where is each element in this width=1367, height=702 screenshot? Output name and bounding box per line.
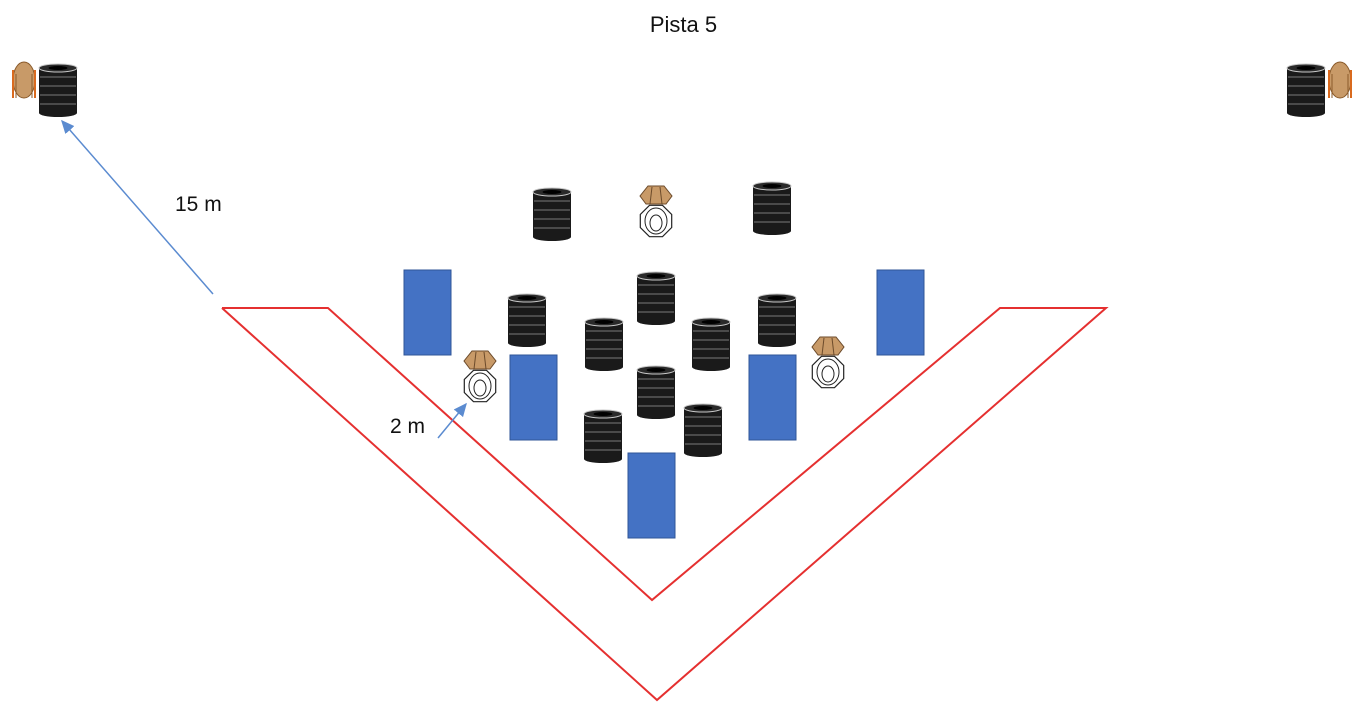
paper-target-icon (463, 350, 497, 403)
shooting-box-boundary (221, 307, 1109, 702)
tire-stack-icon (691, 317, 731, 371)
tire-stack-icon (683, 403, 723, 457)
tire-stack-icon (757, 293, 797, 347)
distance-label-2m: 2 m (390, 415, 426, 438)
distance-arrow-2m (437, 402, 467, 439)
tire-stack-icon (532, 187, 572, 241)
paper-target-icon (811, 336, 845, 389)
distance-arrow-15m (61, 119, 214, 295)
barrier (876, 269, 925, 356)
steel-target-icon (1328, 61, 1352, 99)
steel-target-icon (12, 61, 36, 99)
tire-stack-icon (38, 63, 78, 117)
distance-label-15m: 15 m (175, 193, 222, 216)
tire-stack-icon (752, 181, 792, 235)
tire-stack-icon (636, 365, 676, 419)
tire-stack-icon (507, 293, 547, 347)
barrier (748, 354, 797, 441)
barrier (627, 452, 676, 539)
paper-target-icon (639, 185, 673, 238)
tire-stack-icon (636, 271, 676, 325)
tire-stack-icon (1286, 63, 1326, 117)
tire-stack-icon (584, 317, 624, 371)
tire-stack-icon (583, 409, 623, 463)
page-title: Pista 5 (649, 12, 718, 37)
barrier (509, 354, 558, 441)
barrier (403, 269, 452, 356)
